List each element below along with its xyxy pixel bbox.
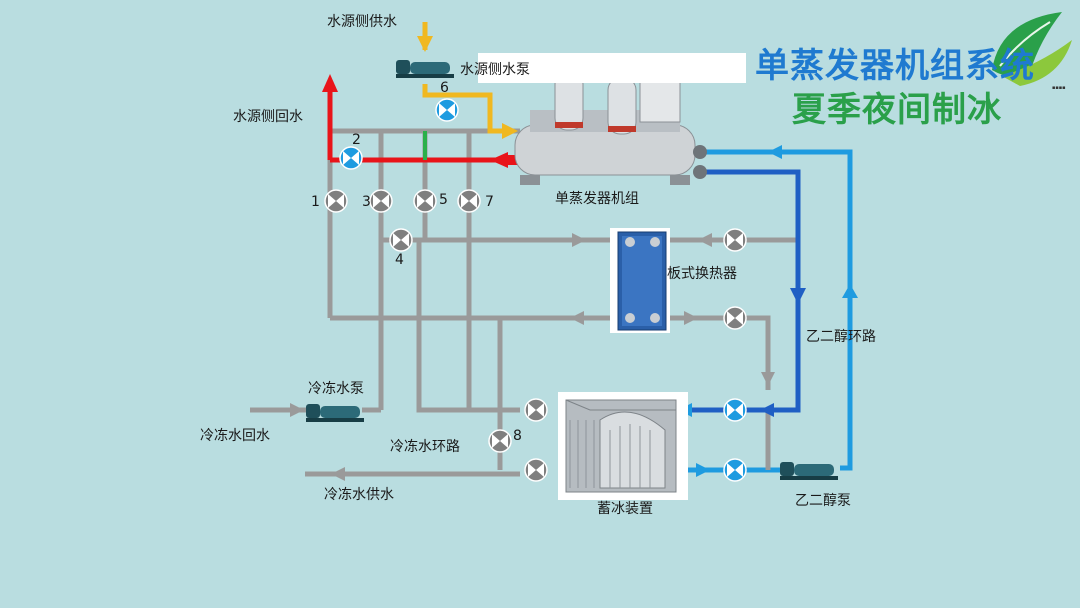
label-chilled-pump: 冷冻水泵 bbox=[308, 381, 364, 397]
pump-icon bbox=[396, 60, 454, 78]
label-chilled-supply: 冷冻水供水 bbox=[324, 487, 394, 503]
title-line-2: 夏季夜间制冰 bbox=[792, 90, 1002, 130]
plate-heat-exchanger-icon bbox=[610, 228, 670, 333]
label-source-supply: 水源侧供水 bbox=[327, 14, 397, 30]
label-chilled-loop: 冷冻水环路 bbox=[390, 439, 460, 455]
leaf-logo-icon: ▪▪▪▪ bbox=[992, 12, 1072, 91]
valve-number-4: 4 bbox=[395, 252, 404, 268]
label-source-pump: 水源侧水泵 bbox=[460, 62, 530, 78]
title-line-1: 单蒸发器机组系统 bbox=[755, 46, 1035, 86]
label-plate-hx: 板式换热器 bbox=[667, 266, 737, 282]
yellow-down-arrow bbox=[417, 36, 433, 52]
label-glycol-pump: 乙二醇泵 bbox=[795, 493, 851, 509]
valve-number-3: 3 bbox=[362, 194, 371, 210]
valve-number-5: 5 bbox=[439, 192, 448, 208]
valve-number-6: 6 bbox=[440, 80, 449, 96]
pump-icon bbox=[780, 462, 838, 480]
valve-number-1: 1 bbox=[311, 194, 320, 210]
pump-label-background bbox=[478, 53, 746, 83]
red-left-arrow bbox=[490, 152, 508, 168]
yellow-right-arrow bbox=[502, 123, 518, 139]
label-chiller: 单蒸发器机组 bbox=[555, 191, 639, 207]
valve-number-8: 8 bbox=[513, 428, 522, 444]
valve-icons bbox=[324, 98, 747, 482]
ice-tank-icon bbox=[558, 392, 688, 500]
label-source-return: 水源侧回水 bbox=[233, 109, 303, 125]
inactive-pipes bbox=[250, 128, 798, 477]
pump-icon bbox=[306, 404, 364, 422]
valve-number-2: 2 bbox=[352, 132, 361, 148]
gray-flow-arrows bbox=[290, 233, 775, 481]
valve-number-7: 7 bbox=[485, 194, 494, 210]
red-up-arrow bbox=[322, 74, 338, 92]
glycol-pipes bbox=[660, 149, 853, 473]
label-glycol-loop: 乙二醇环路 bbox=[806, 329, 876, 345]
label-ice-storage: 蓄冰装置 bbox=[597, 501, 653, 517]
label-chilled-return: 冷冻水回水 bbox=[200, 428, 270, 444]
chiller-icon bbox=[514, 71, 707, 185]
svg-text:▪▪▪▪: ▪▪▪▪ bbox=[1052, 85, 1066, 91]
